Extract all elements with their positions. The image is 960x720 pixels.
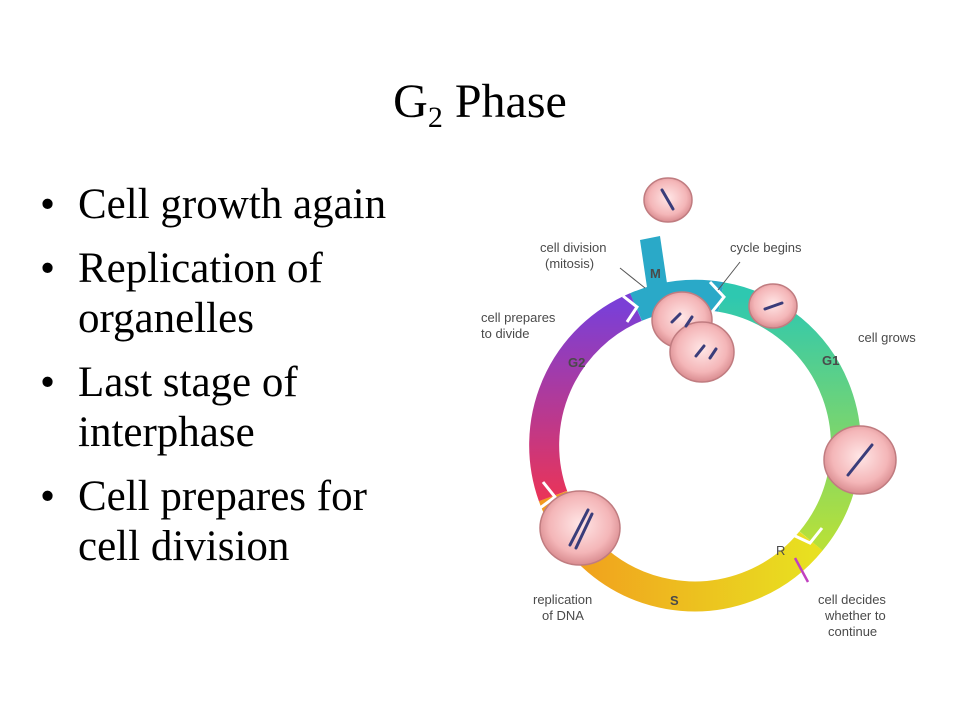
label-cell-division-1: cell division bbox=[540, 240, 606, 255]
label-cell-division-2: (mitosis) bbox=[545, 256, 594, 271]
label-cell-decides-2: whether to bbox=[824, 608, 886, 623]
chromosome bbox=[670, 312, 682, 324]
bullet-text: interphase bbox=[78, 409, 255, 456]
chromosome bbox=[708, 347, 718, 360]
bullet-dot: • bbox=[40, 245, 56, 292]
chromosome bbox=[763, 301, 784, 311]
label-cell-prepares-1: cell prepares bbox=[481, 310, 556, 325]
mitosis-notch bbox=[640, 236, 668, 294]
phase-segment-g2 bbox=[529, 293, 643, 502]
bullet-dot: • bbox=[40, 473, 56, 520]
bullet-text: organelles bbox=[78, 295, 254, 342]
bullet-dot: • bbox=[40, 359, 56, 406]
label-cycle-begins: cycle begins bbox=[730, 240, 802, 255]
bullet-text: Replication of bbox=[78, 245, 323, 292]
bullet-text: Last stage of bbox=[78, 359, 298, 406]
cell-cycle-diagram: M G1 S G2 R cell division (mitosis) cycl… bbox=[481, 177, 916, 639]
phase-label-m: M bbox=[650, 266, 661, 281]
bullet-text: Cell prepares for bbox=[78, 473, 367, 520]
label-cell-prepares-2: to divide bbox=[481, 326, 529, 341]
segment-divider bbox=[792, 527, 824, 545]
chromosome bbox=[694, 344, 706, 358]
bullet-text: Cell growth again bbox=[78, 181, 387, 228]
bullet-item: • Cell growth again bbox=[40, 180, 480, 230]
phase-label-s: S bbox=[670, 593, 679, 608]
page-title: G2 Phase bbox=[0, 72, 960, 134]
segment-divider bbox=[708, 280, 726, 313]
chromosome bbox=[660, 188, 675, 211]
restriction-point-marker bbox=[793, 557, 810, 583]
label-leader-line bbox=[717, 261, 741, 291]
restriction-point-label: R bbox=[776, 543, 785, 558]
chromosome bbox=[684, 315, 694, 328]
label-replication-1: replication bbox=[533, 592, 592, 607]
label-leader-line bbox=[619, 267, 646, 289]
label-replication-2: of DNA bbox=[542, 608, 584, 623]
phase-label-g1: G1 bbox=[822, 353, 839, 368]
label-cell-decides-3: continue bbox=[828, 624, 877, 639]
title-rest: Phase bbox=[442, 75, 567, 128]
segment-divider bbox=[539, 481, 558, 510]
phase-label-g2: G2 bbox=[568, 355, 585, 370]
label-cell-grows: cell grows bbox=[858, 330, 916, 345]
cell-dividing-lower bbox=[669, 321, 735, 383]
chromosome bbox=[568, 508, 590, 547]
label-cell-decides-1: cell decides bbox=[818, 592, 886, 607]
title-subscript: 2 bbox=[427, 101, 443, 134]
chromosome bbox=[574, 512, 594, 550]
bullet-dot: • bbox=[40, 181, 56, 228]
bullet-text: cell division bbox=[78, 523, 290, 570]
chromosome bbox=[846, 443, 874, 477]
segment-divider bbox=[622, 294, 640, 323]
phase-segment-g1 bbox=[718, 282, 861, 551]
title-main: G bbox=[393, 75, 428, 128]
